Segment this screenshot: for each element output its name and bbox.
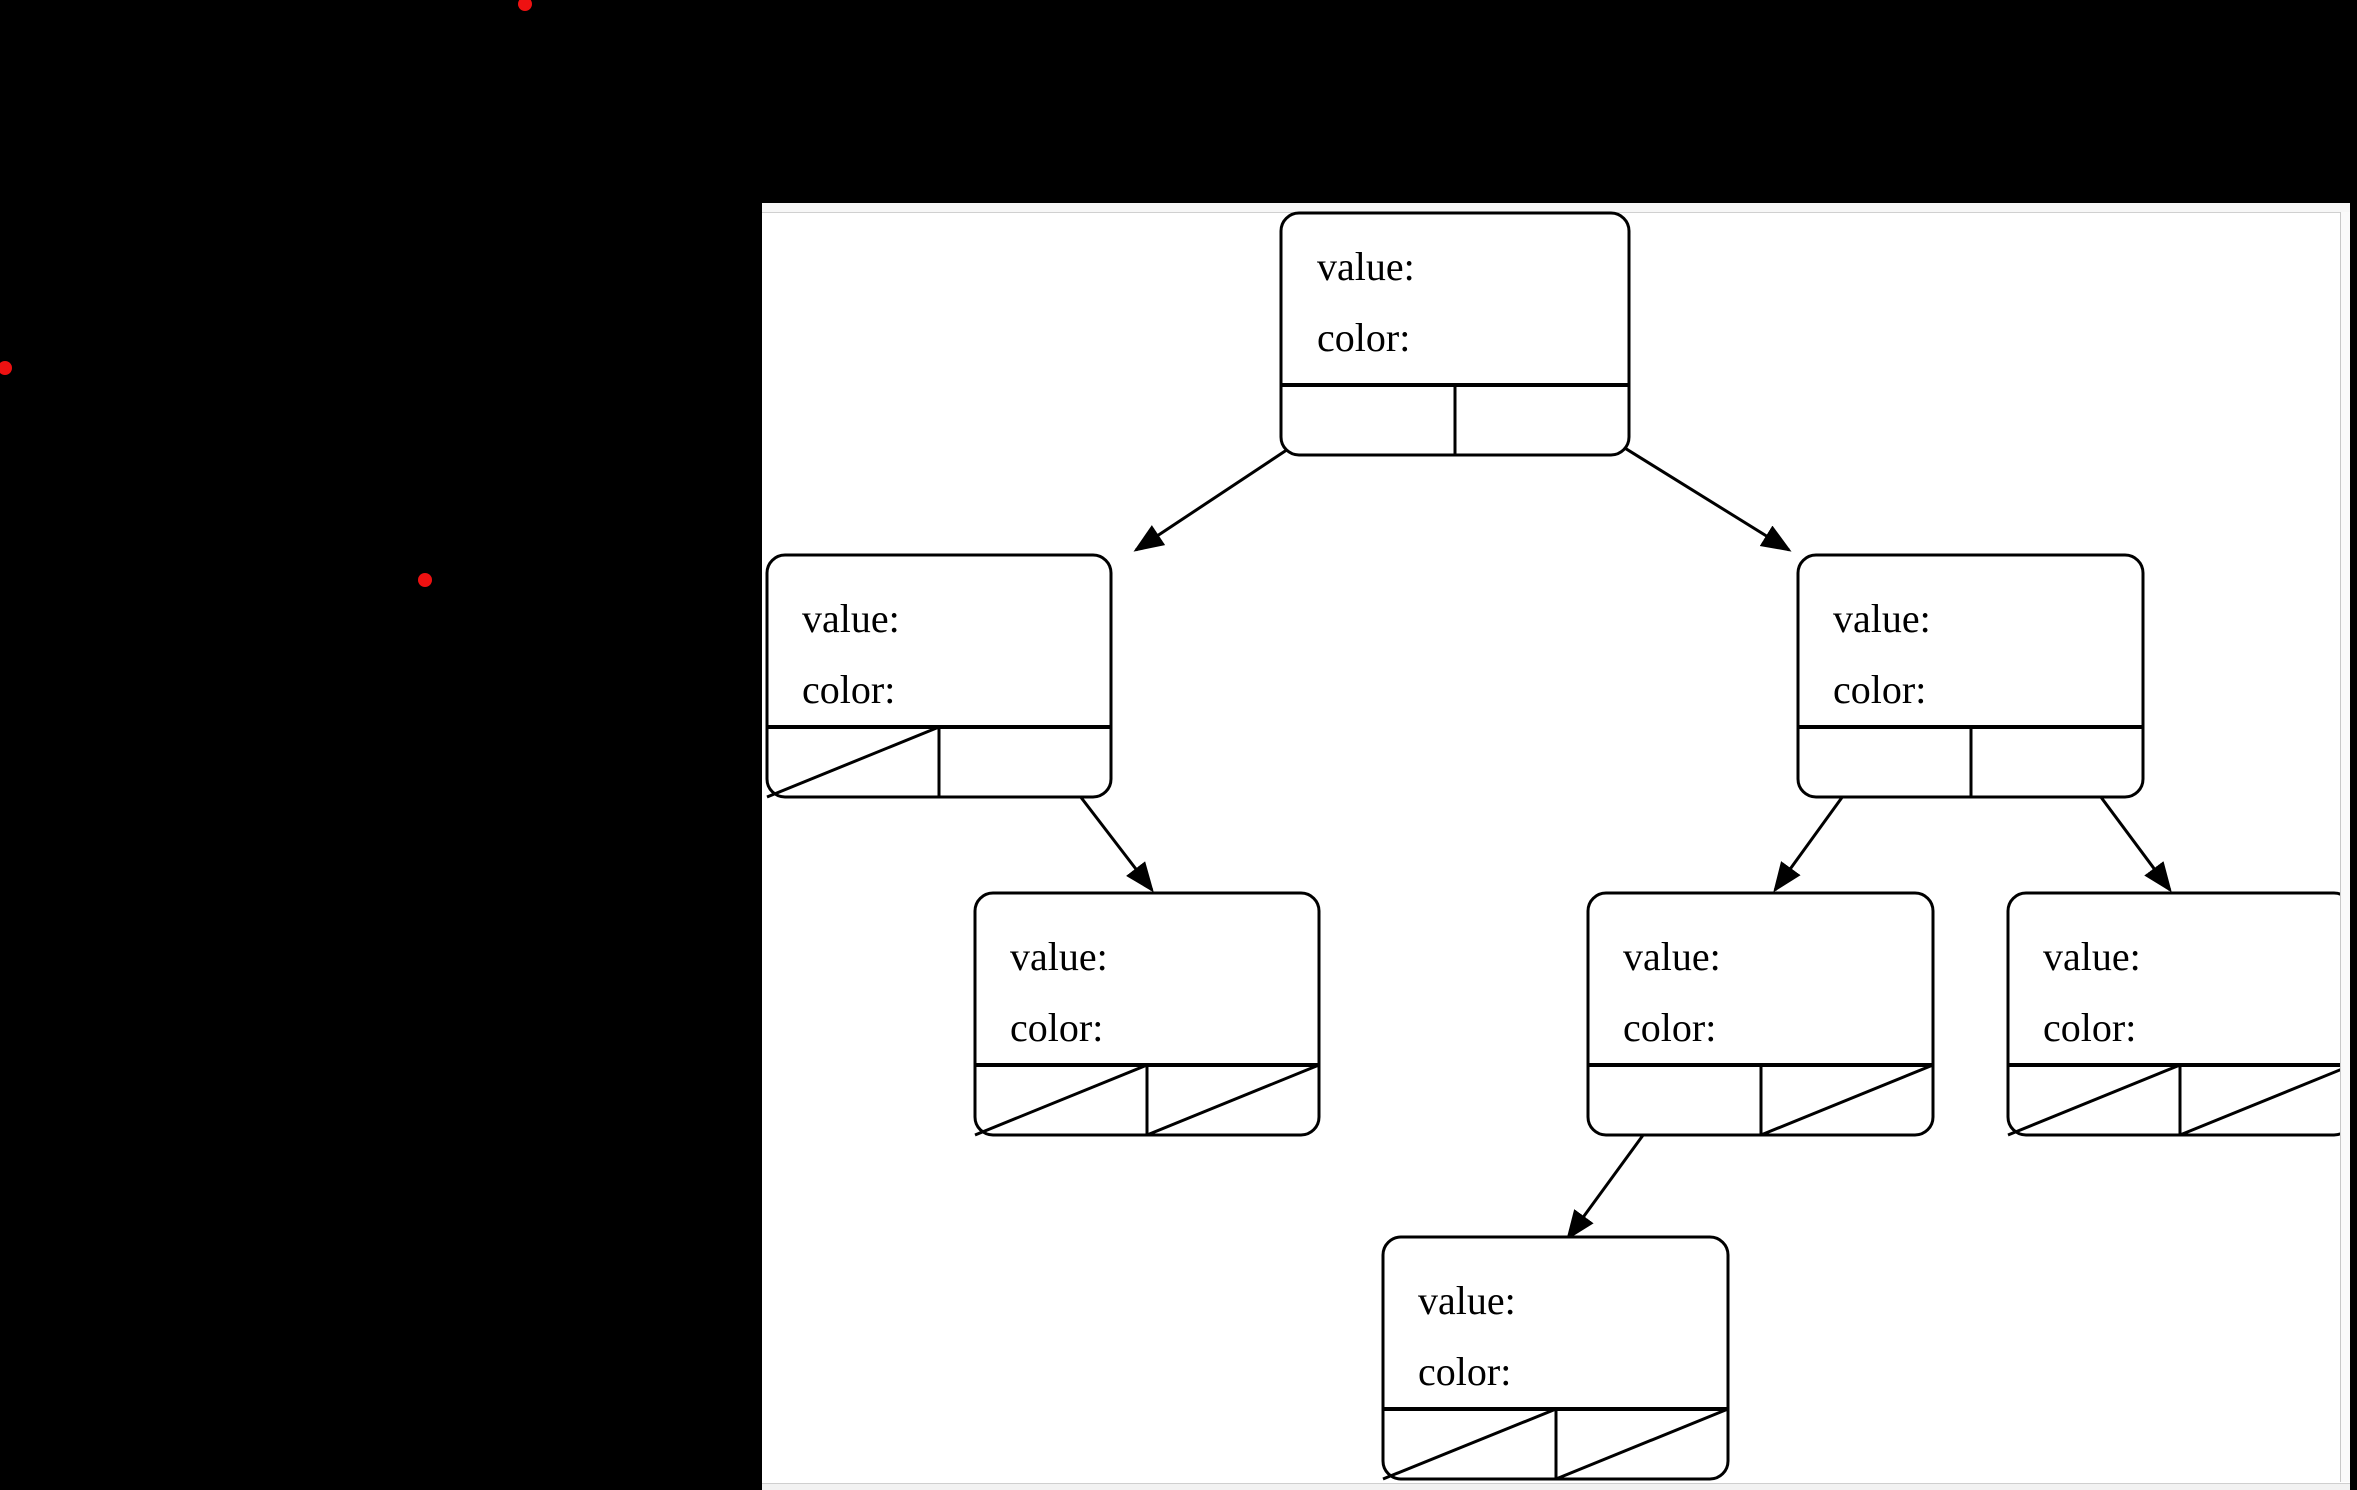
node-color-label: color: bbox=[1317, 315, 1410, 360]
tree-node-left-right-leaf[interactable]: value: color: bbox=[973, 891, 1321, 1137]
tree-node-deep-leaf[interactable]: value: color: bbox=[1381, 1235, 1730, 1481]
marker-dot-mid bbox=[418, 573, 432, 587]
node-left-null-slash bbox=[1382, 1407, 1557, 1481]
node-color-label: color: bbox=[2043, 1005, 2136, 1050]
node-right-null-slash bbox=[2179, 1064, 2350, 1137]
diagram-viewport[interactable]: value: color: value: color: value: color… bbox=[762, 203, 2350, 1490]
node-value-label: value: bbox=[1833, 596, 1931, 641]
binary-tree-diagram: value: color: value: color: value: color… bbox=[765, 211, 2350, 1481]
node-right-null-slash bbox=[1146, 1063, 1320, 1137]
marker-dot-left bbox=[0, 361, 12, 375]
tree-node-left-child[interactable]: value: color: bbox=[765, 553, 1113, 799]
node-color-label: color: bbox=[1623, 1005, 1716, 1050]
node-color-label: color: bbox=[802, 667, 895, 712]
node-value-label: value: bbox=[2043, 934, 2141, 979]
node-value-label: value: bbox=[1418, 1278, 1516, 1323]
panel-bottom-divider bbox=[762, 1483, 2350, 1490]
node-color-label: color: bbox=[1010, 1005, 1103, 1050]
node-value-label: value: bbox=[1623, 934, 1721, 979]
node-value-label: value: bbox=[1317, 244, 1415, 289]
marker-dot-top bbox=[518, 0, 532, 11]
node-value-label: value: bbox=[1010, 934, 1108, 979]
tree-node-right-right-leaf[interactable]: value: color: bbox=[2006, 891, 2350, 1137]
node-color-label: color: bbox=[1418, 1349, 1511, 1394]
tree-node-root[interactable]: value: color: bbox=[1279, 211, 1631, 457]
node-left-null-slash bbox=[2007, 1063, 2181, 1137]
vertical-scrollbar[interactable] bbox=[2340, 212, 2350, 1482]
node-color-label: color: bbox=[1833, 667, 1926, 712]
tree-node-right-child[interactable]: value: color: bbox=[1796, 553, 2145, 799]
node-left-null-slash bbox=[766, 725, 940, 799]
node-left-null-slash bbox=[974, 1063, 1148, 1137]
node-right-null-slash bbox=[1555, 1407, 1729, 1481]
tree-node-right-left[interactable]: value: color: bbox=[1586, 891, 1935, 1137]
node-right-null-slash bbox=[1760, 1063, 1934, 1137]
node-value-label: value: bbox=[802, 596, 900, 641]
